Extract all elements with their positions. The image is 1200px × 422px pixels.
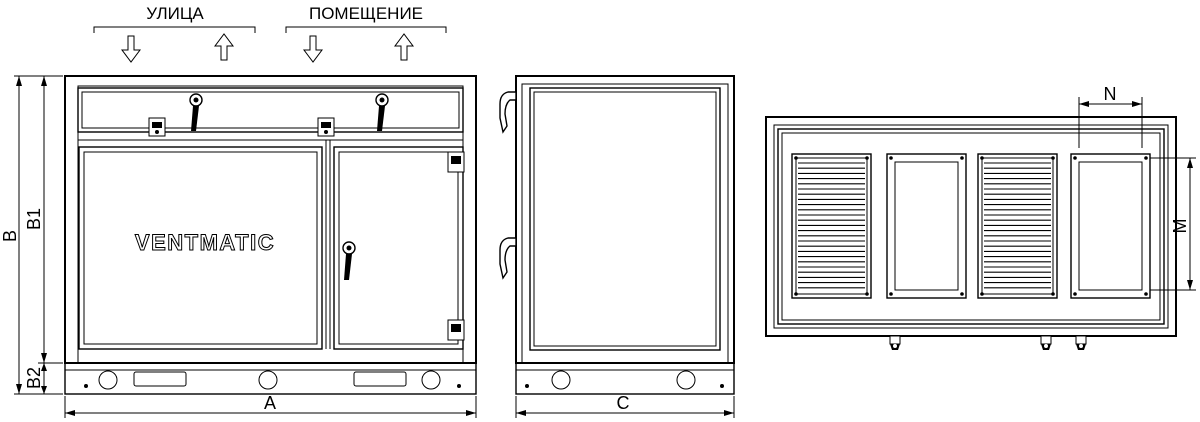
side-base <box>515 362 735 395</box>
drain-fitting-icon <box>1075 335 1087 350</box>
front-frame <box>64 75 477 364</box>
blank-panel <box>886 153 967 299</box>
blank-panel <box>1070 153 1151 299</box>
indoor-label: ПОМЕЩЕНИЕ <box>309 4 423 23</box>
top-view: N M <box>765 84 1196 350</box>
left-door <box>78 146 323 350</box>
top-frame <box>765 116 1177 337</box>
dimension-m: M <box>1170 219 1190 234</box>
hinge-icon <box>148 117 166 137</box>
base-hole <box>258 370 278 390</box>
dimension-b1: B1 <box>24 208 44 230</box>
base-hole <box>676 370 696 390</box>
outdoor-bracket <box>93 26 256 33</box>
base-slot <box>133 371 187 387</box>
drain-fitting-icon <box>1040 335 1052 350</box>
dimension-n: N <box>1104 84 1117 104</box>
door-handle-icon <box>342 241 356 280</box>
side-handle-icon <box>499 91 517 134</box>
dimension-c: C <box>617 393 630 413</box>
arrow-down-icon <box>303 35 323 63</box>
base-slot <box>353 371 407 387</box>
door-handle-icon <box>375 93 389 131</box>
front-view: УЛИЦА ПОМЕЩЕНИЕ VENTMATIC <box>0 4 477 418</box>
side-handle-icon <box>499 237 517 280</box>
front-base <box>64 362 477 395</box>
dimension-b: B <box>0 230 20 242</box>
top-hatch <box>77 87 464 133</box>
base-hole <box>98 370 118 390</box>
dimension-b2: B2 <box>24 367 44 389</box>
indoor-bracket <box>285 26 447 33</box>
side-view: C <box>499 75 735 418</box>
outdoor-label: УЛИЦА <box>146 4 204 23</box>
base-hole <box>421 370 441 390</box>
dimension-a: A <box>264 393 276 413</box>
drain-fitting-icon <box>889 335 901 350</box>
louver-grille <box>977 153 1058 299</box>
base-hole <box>551 370 571 390</box>
hinge-icon <box>447 319 465 341</box>
arrow-down-icon <box>121 35 141 63</box>
louver-grille <box>791 153 872 299</box>
side-frame <box>515 75 735 364</box>
right-door <box>333 146 464 350</box>
hinge-icon <box>317 117 335 137</box>
brand-logo: VENTMATIC <box>135 230 275 255</box>
arrow-up-icon <box>214 33 234 61</box>
hinge-icon <box>447 151 465 173</box>
arrow-up-icon <box>394 33 414 61</box>
screw-icons <box>794 156 1148 296</box>
door-handle-icon <box>189 93 203 131</box>
side-panel <box>529 87 721 351</box>
